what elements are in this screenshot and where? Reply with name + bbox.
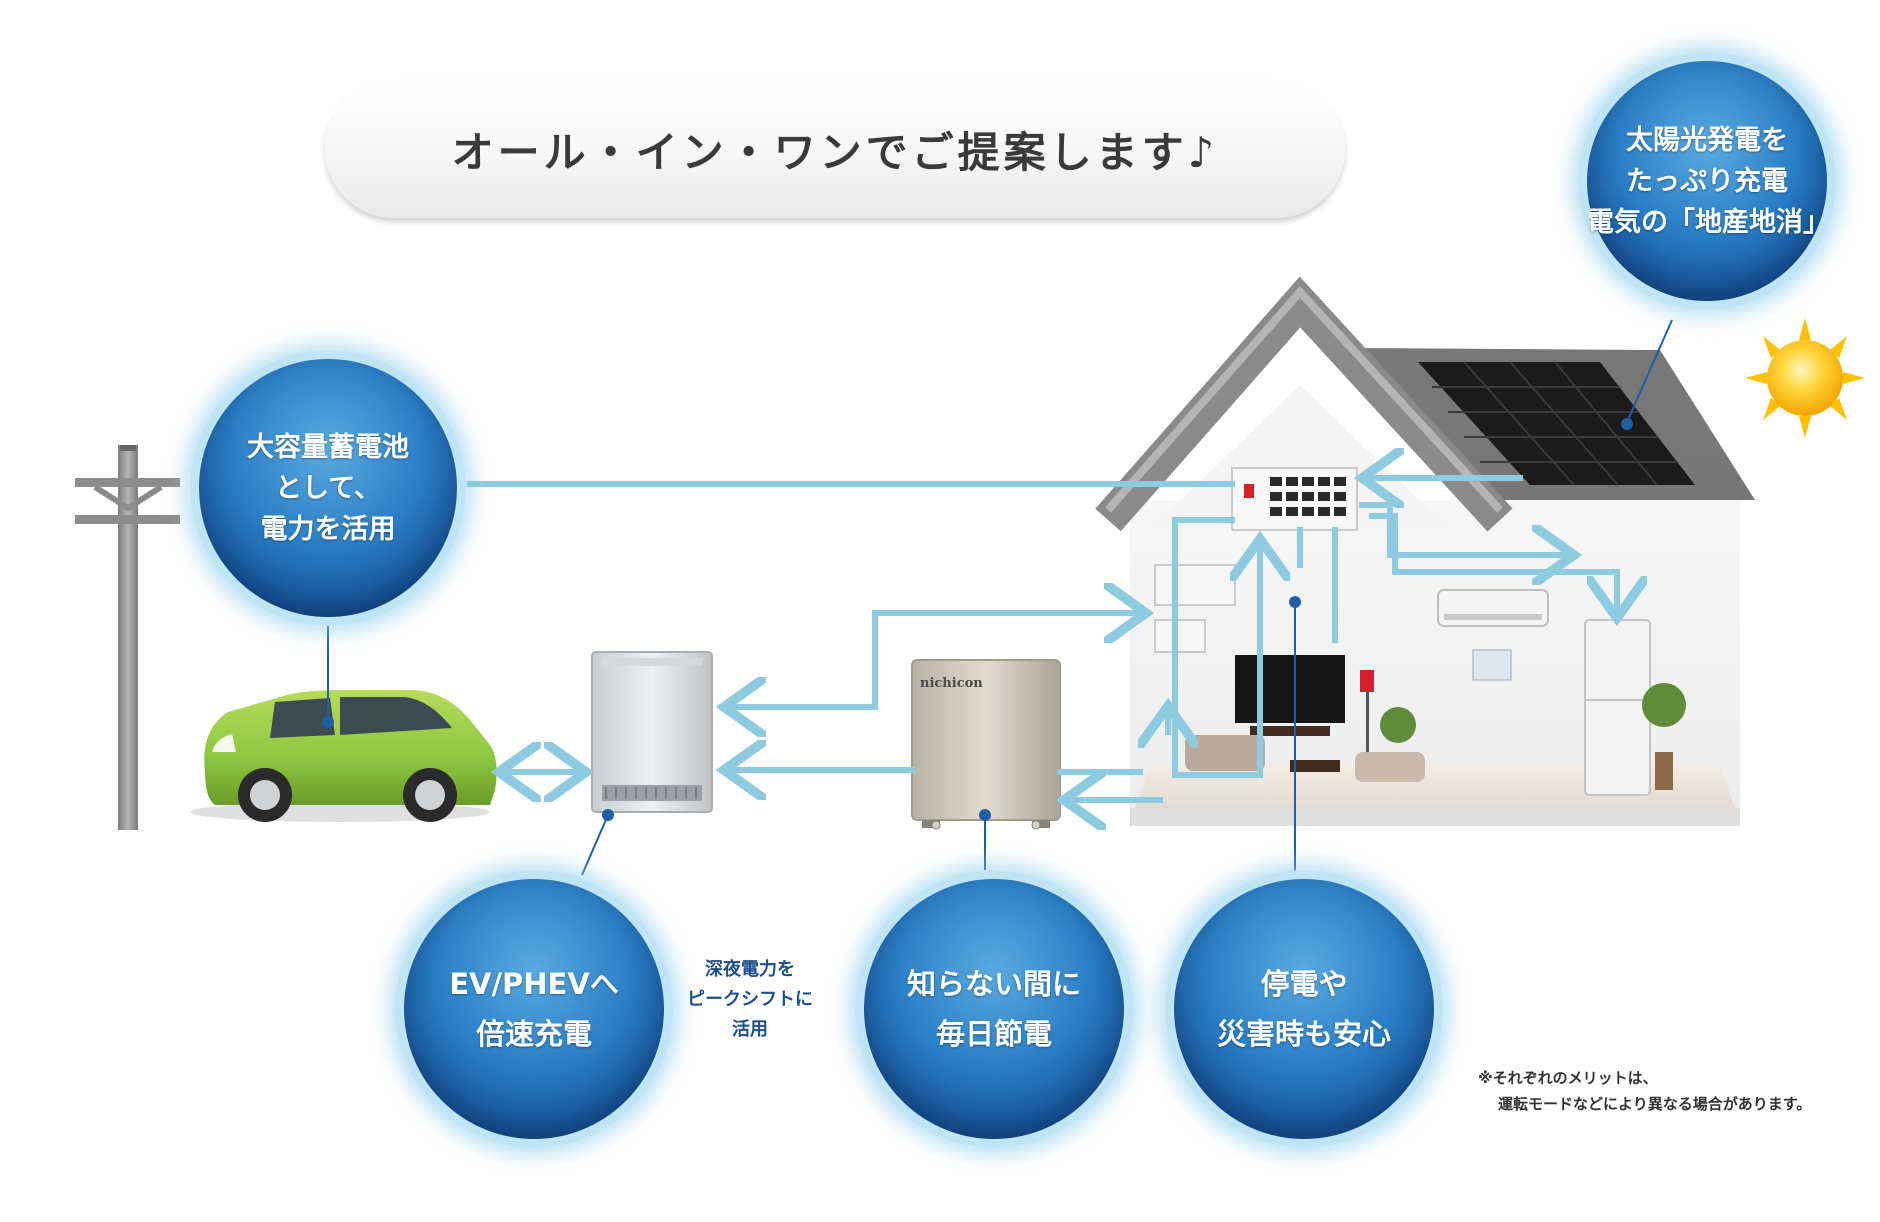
balloon-battery: 大容量蓄電池 として、 電力を活用 [190,350,466,626]
peak-shift-note-line3: 活用 [732,1019,768,1040]
balloon-saving-line2: 毎日節電 [935,1017,1052,1051]
balloon-saving: 知らない間に 毎日節電 [855,870,1133,1148]
balloon-saving-line1: 知らない間に [906,967,1081,1001]
disclaimer-line1: ※それぞれのメリットは、 [1478,1069,1658,1087]
balloon-battery-line2: として、 [275,472,381,504]
balloon-ev-line1: EV/PHEVへ [449,967,619,1001]
balloon-ev-line2: 倍速充電 [475,1017,592,1051]
balloon-solar: 太陽光発電を たっぷり充電 電気の「地産地消」 [1578,52,1836,310]
v2h-charger-unit [591,651,713,813]
balloon-battery-line3: 電力を活用 [260,513,396,545]
balloon-solar-line1: 太陽光発電を [1626,124,1788,156]
balloon-solar-line3: 電気の「地産地消」 [1587,206,1830,238]
pointer-dots [322,418,1633,821]
balloon-battery-line1: 大容量蓄電池 [247,431,409,463]
ev-car [190,690,497,822]
peak-shift-note-line2: ピークシフトに [687,989,813,1010]
balloon-outage: 停電や 災害時も安心 [1165,870,1443,1148]
balloon-outage-line1: 停電や [1260,967,1348,1001]
sun-icon [1745,318,1865,438]
storage-battery-unit [911,659,1061,830]
solar-panels [1418,361,1695,486]
pointer-lines [327,319,1673,878]
peak-shift-note: 深夜電力を ピークシフトに 活用 [660,955,840,1045]
page-title: オール・イン・ワンでご提案します♪ [451,127,1219,177]
utility-pole [75,445,180,830]
balloon-solar-line2: たっぷり充電 [1626,165,1788,197]
device-brand-label: nichicon [920,676,983,691]
title-banner: オール・イン・ワンでご提案します♪ [325,80,1345,218]
disclaimer-line2: 運転モードなどにより異なる場合があります。 [1498,1095,1812,1113]
power-flow-lines [467,478,1617,800]
balloon-ev: EV/PHEVへ 倍速充電 [395,870,673,1148]
distribution-board [1231,467,1358,531]
disclaimer-note: ※それぞれのメリットは、 運転モードなどにより異なる場合があります。 [1478,1065,1811,1117]
peak-shift-note-line1: 深夜電力を [705,959,795,980]
interior-appliances [1154,564,1686,796]
balloon-outage-line2: 災害時も安心 [1216,1017,1391,1051]
